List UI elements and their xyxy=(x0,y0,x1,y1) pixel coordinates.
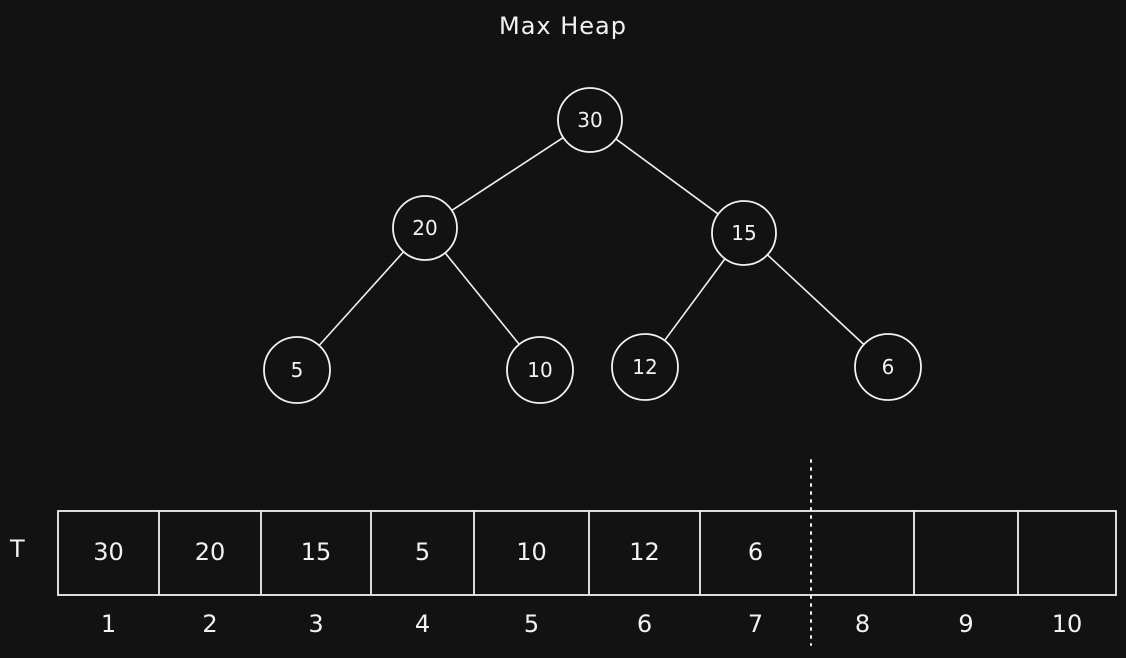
array-index: 6 xyxy=(637,610,652,638)
tree-node-label: 6 xyxy=(882,355,895,379)
array-cell-value: 12 xyxy=(629,538,660,566)
array-label: T xyxy=(10,535,25,563)
array-index: 7 xyxy=(748,610,763,638)
array-index: 1 xyxy=(101,610,116,638)
tree-node-label: 10 xyxy=(527,358,552,382)
array-cell-value: 10 xyxy=(516,538,547,566)
array-index: 2 xyxy=(202,610,217,638)
array-cell-value: 6 xyxy=(748,538,763,566)
tree-edge xyxy=(615,138,719,215)
array-index: 9 xyxy=(958,610,973,638)
array-index: 8 xyxy=(855,610,870,638)
tree-edge xyxy=(444,252,520,345)
tree-edge xyxy=(318,251,405,347)
tree-edge xyxy=(663,258,726,341)
tree-edge xyxy=(451,136,564,212)
tree-node-30 xyxy=(557,87,623,153)
tree-node-label: 30 xyxy=(577,108,602,132)
tree-node-15 xyxy=(711,200,777,266)
array-cell-value: 15 xyxy=(301,538,332,566)
tree-node-5 xyxy=(263,336,331,404)
tree-node-label: 20 xyxy=(412,216,437,240)
array-cell-value: 30 xyxy=(93,538,124,566)
array-index: 5 xyxy=(524,610,539,638)
array-index: 4 xyxy=(415,610,430,638)
tree-node-20 xyxy=(392,195,458,261)
array-outline xyxy=(57,510,1117,596)
array-cell-value: 20 xyxy=(195,538,226,566)
tree-edge xyxy=(766,254,865,346)
array-cell-value: 5 xyxy=(415,538,430,566)
tree-node-10 xyxy=(506,336,574,404)
array-index: 3 xyxy=(308,610,323,638)
tree-node-label: 12 xyxy=(632,355,657,379)
tree-node-label: 5 xyxy=(291,358,304,382)
diagram-title: Max Heap xyxy=(499,12,627,40)
tree-node-label: 15 xyxy=(731,221,756,245)
tree-node-12 xyxy=(611,333,679,401)
tree-node-6 xyxy=(854,333,922,401)
array-index: 10 xyxy=(1052,610,1083,638)
